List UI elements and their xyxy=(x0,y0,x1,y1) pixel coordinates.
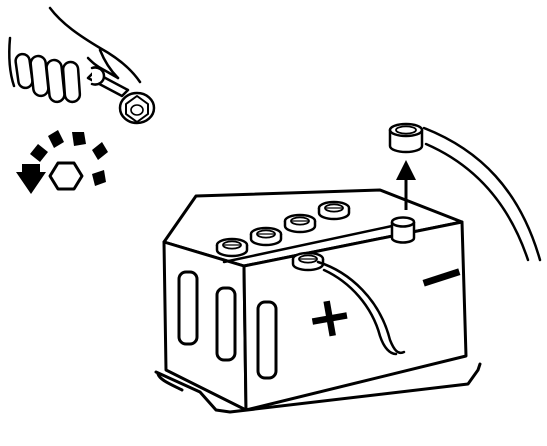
vent-cap xyxy=(283,213,317,234)
vent-cap xyxy=(317,200,351,221)
cell-window xyxy=(215,286,237,362)
positive-symbol: + xyxy=(301,281,358,353)
negative-terminal-post xyxy=(390,216,416,244)
cell-window xyxy=(256,300,278,380)
lift-up-arrow-icon xyxy=(396,160,416,210)
vent-cap xyxy=(249,226,283,247)
positive-terminal xyxy=(291,251,406,356)
negative-cable-clamp xyxy=(388,122,542,262)
loosen-counterclockwise-icon xyxy=(16,130,108,194)
battery-base-tray xyxy=(154,362,482,414)
vent-cap xyxy=(215,237,249,258)
hex-nut-icon xyxy=(48,161,84,191)
hand-with-wrench-icon xyxy=(7,6,156,125)
cell-window xyxy=(177,270,199,346)
